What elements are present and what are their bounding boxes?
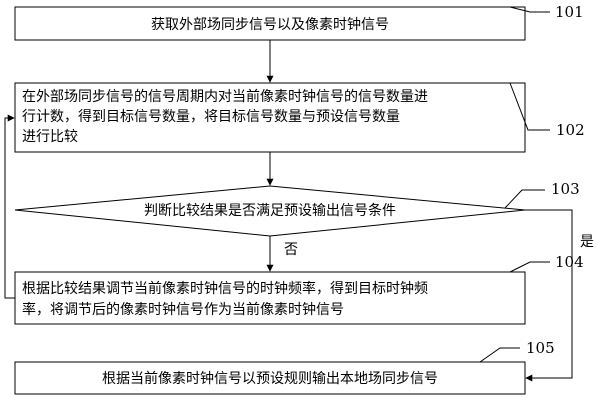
no-label: 否 bbox=[284, 242, 298, 258]
step-102-line-1: 在外部场同步信号的信号周期内对当前像素时钟信号的信号数量进 bbox=[22, 88, 428, 105]
step-101: 获取外部场同步信号以及像素时钟信号 101 bbox=[14, 3, 584, 41]
step-101-number: 101 bbox=[555, 3, 584, 21]
step-101-text: 获取外部场同步信号以及像素时钟信号 bbox=[151, 16, 389, 33]
yes-label: 是 bbox=[580, 234, 594, 250]
step-104-leader bbox=[509, 261, 550, 273]
step-102-line-3: 进行比较 bbox=[22, 129, 78, 145]
step-104-box bbox=[14, 271, 526, 325]
step-104: 根据比较结果调节当前像素时钟信号的时钟频率，得到目标时钟频 率，将调节后的像素时… bbox=[14, 253, 584, 325]
step-101-box bbox=[14, 6, 526, 41]
step-103-number: 103 bbox=[551, 180, 580, 198]
step-102-box bbox=[14, 82, 526, 153]
step-103: 判断比较结果是否满足预设输出信号条件 103 bbox=[14, 180, 580, 237]
step-102-number: 102 bbox=[556, 121, 585, 139]
step-105: 根据当前像素时钟信号以预设规则输出本地场同步信号 105 bbox=[14, 339, 555, 395]
step-102-line-2: 行计数，得到目标信号数量，将目标信号数量与预设信号数量 bbox=[22, 108, 400, 125]
step-104-number: 104 bbox=[555, 253, 584, 271]
arrow-104-loop-102 bbox=[4, 114, 15, 299]
step-101-leader bbox=[509, 6, 550, 13]
step-103-text: 判断比较结果是否满足预设输出信号条件 bbox=[144, 202, 396, 219]
arrow-103-105-yes bbox=[525, 209, 573, 382]
step-105-text: 根据当前像素时钟信号以预设规则输出本地场同步信号 bbox=[102, 370, 438, 387]
step-102-leader bbox=[509, 82, 550, 131]
step-105-box bbox=[14, 361, 526, 395]
step-105-leader bbox=[479, 347, 520, 363]
step-102: 在外部场同步信号的信号周期内对当前像素时钟信号的信号数量进 行计数，得到目标信号… bbox=[14, 82, 585, 153]
step-104-line-2: 率，将调节后的像素时钟信号作为当前像素时钟信号 bbox=[22, 301, 344, 318]
step-105-number: 105 bbox=[526, 339, 555, 357]
step-103-leader bbox=[504, 189, 545, 209]
step-104-line-1: 根据比较结果调节当前像素时钟信号的时钟频率，得到目标时钟频 bbox=[22, 280, 428, 297]
